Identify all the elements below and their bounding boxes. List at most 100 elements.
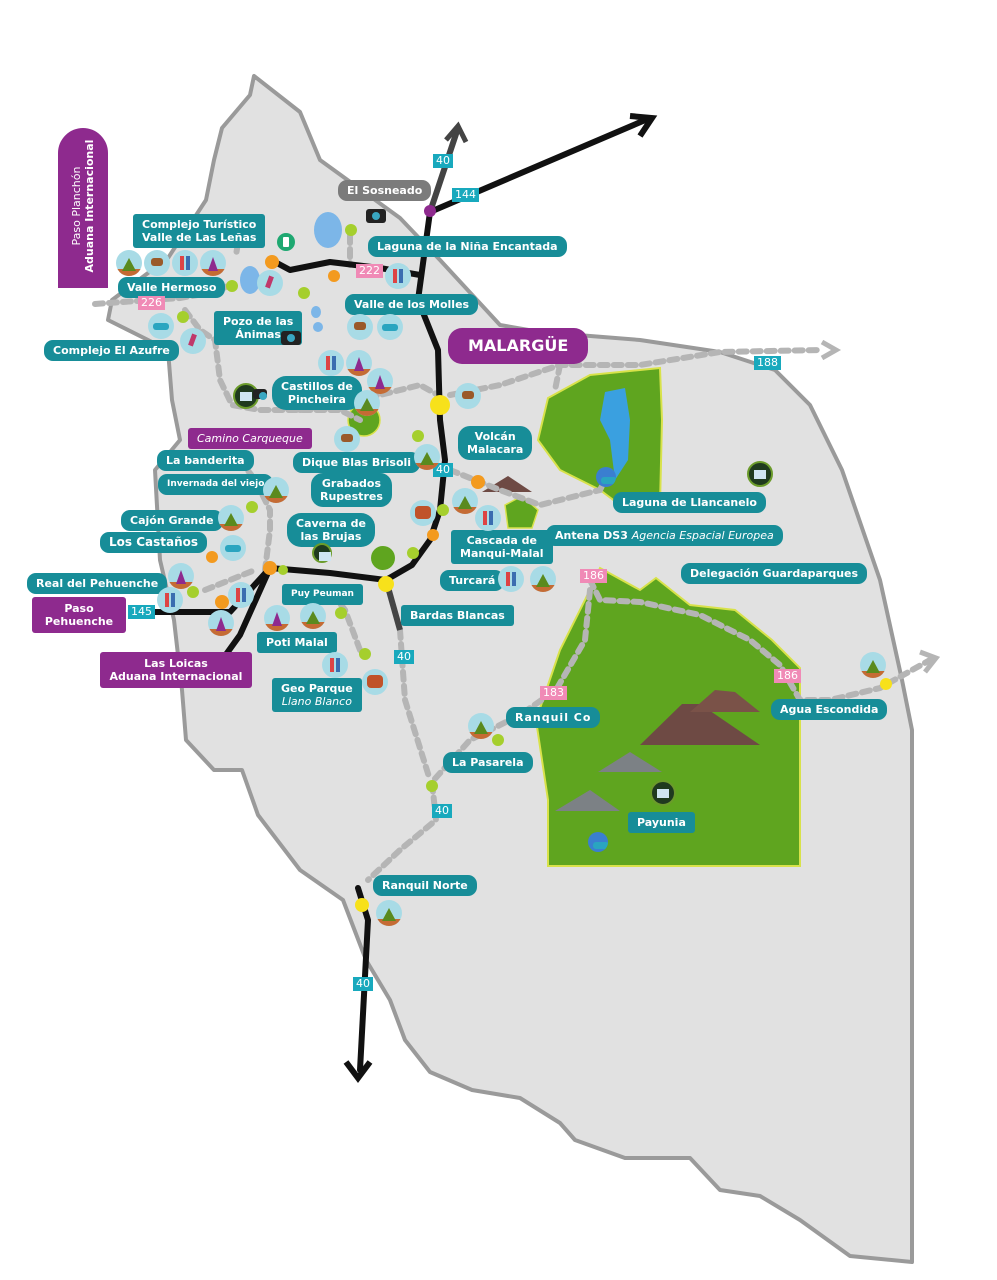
node-cajon [206, 551, 218, 563]
refuge-icon [208, 610, 234, 636]
volcan-line2: Malacara [467, 443, 524, 456]
arrow-south-icon [343, 1060, 373, 1083]
hiking-icon [322, 652, 348, 678]
place-label-volcan-malacara[interactable]: Volcán Malacara [458, 426, 533, 460]
node-grabados [407, 547, 419, 559]
camping-icon [300, 603, 326, 629]
place-label-invernada[interactable]: Invernada del viejo [158, 474, 274, 495]
route-shield-222: 222 [356, 264, 383, 278]
antena-agency: Agencia Espacial Europea [631, 529, 774, 542]
place-label-las-lenas[interactable]: Complejo Turístico Valle de Las Leñas [133, 214, 266, 248]
node-puy [278, 565, 288, 575]
thermal-pool-icon [377, 314, 403, 340]
place-label-grabados[interactable]: Grabados Rupestres [311, 473, 392, 507]
place-label-bardas-blancas[interactable]: Bardas Blancas [401, 605, 514, 626]
observatory-icon [588, 832, 608, 852]
grabados-line1: Grabados [321, 477, 382, 490]
place-label-el-azufre[interactable]: Complejo El Azufre [44, 340, 179, 361]
camping-icon [263, 477, 289, 503]
paso-pehuenche-line2: Pehuenche [44, 615, 114, 628]
node-ranquil-norte [355, 898, 369, 912]
route-shield-145: 145 [128, 605, 155, 619]
castillos-line1: Castillos de [281, 380, 353, 393]
place-label-caverna[interactable]: Caverna de las Brujas [287, 513, 375, 547]
place-label-puy-peuman[interactable]: Puy Peuman [282, 584, 363, 605]
lake [240, 266, 260, 294]
route-shield-186-north: 186 [580, 569, 607, 583]
camping-icon [414, 444, 440, 470]
place-label-ranquil-co[interactable]: Ranquil Co [506, 707, 601, 728]
lake [311, 306, 321, 318]
place-label-turcara[interactable]: Turcará [440, 570, 505, 591]
place-label-delegacion[interactable]: Delegación Guardaparques [681, 563, 868, 584]
route-shield-144: 144 [452, 188, 479, 202]
route-shield-40-north: 40 [433, 154, 453, 168]
paso-pehuenche-label[interactable]: Paso Pehuenche [32, 597, 126, 633]
volcano-icon [690, 690, 760, 712]
route-40-north [427, 127, 461, 213]
node-bardas [378, 576, 394, 592]
camera-icon [366, 209, 386, 223]
route-shield-183: 183 [540, 686, 567, 700]
horse-riding-icon [334, 426, 360, 452]
place-label-los-castanos[interactable]: Los Castaños [100, 532, 208, 553]
rock-art-icon [362, 669, 388, 695]
route-shield-40-bardas: 40 [394, 650, 414, 664]
gravel-roads [92, 227, 933, 883]
place-label-payunia[interactable]: Payunia [628, 812, 695, 833]
node-geoparque [359, 648, 371, 660]
city-name: MALARGÜE [468, 336, 569, 355]
rock-art-icon [410, 500, 436, 526]
place-label-la-banderita[interactable]: La banderita [157, 450, 254, 471]
cascada-line2: Manqui-Malal [460, 547, 544, 560]
exit-arrow-188 [820, 339, 842, 361]
refuge-icon [367, 368, 393, 394]
pozo-line2: Ánimas [235, 328, 281, 341]
place-label-poti-malal[interactable]: Poti Malal [257, 632, 337, 653]
place-label-la-pasarela[interactable]: La Pasarela [443, 752, 533, 773]
paso-planchon-customs: Aduana Internacional [83, 139, 96, 273]
geoparque-line2: Llano Blanco [281, 695, 352, 708]
place-label-valle-molles[interactable]: Valle de los Molles [345, 294, 479, 315]
place-label-cajon-grande[interactable]: Cajón Grande [121, 510, 223, 531]
place-label-pozo-animas[interactable]: Pozo de las Ánimas [214, 311, 303, 345]
las-loicas-label[interactable]: Las Loicas Aduana Internacional [100, 652, 252, 688]
node-nina [345, 224, 357, 236]
thermal-pool-icon [220, 535, 246, 561]
place-label-castillos[interactable]: Castillos de Pincheira [272, 376, 362, 410]
place-label-cascada[interactable]: Cascada de Manqui-Malal [451, 530, 553, 564]
grabados-line2: Rupestres [320, 490, 383, 503]
place-label-agua-escondida[interactable]: Agua Escondida [771, 699, 888, 720]
cascada-line1: Cascada de [466, 534, 538, 547]
arrow-northeast-icon [629, 113, 658, 138]
map-nodes [177, 205, 892, 912]
route-shield-186-east: 186 [774, 669, 801, 683]
place-label-nina-encantada[interactable]: Laguna de la Niña Encantada [368, 236, 567, 257]
caverna-line2: las Brujas [300, 530, 362, 543]
place-label-dique[interactable]: Dique Blas Brisoli [293, 452, 421, 473]
park-ranger-icon [233, 383, 259, 409]
camino-carqueque-text: Camino Carqueque [197, 432, 303, 445]
node-turcara [427, 529, 439, 541]
paso-pehuenche-line1: Paso [64, 602, 94, 615]
place-label-ranquil-norte[interactable]: Ranquil Norte [373, 875, 477, 896]
place-label-geoparque[interactable]: Geo Parque Llano Blanco [272, 678, 362, 712]
place-label-llancanelo[interactable]: Laguna de Llancanelo [613, 492, 766, 513]
town-label-el-sosneado[interactable]: El Sosneado [338, 180, 432, 201]
horse-riding-icon [144, 250, 170, 276]
observatory-icon [596, 467, 616, 487]
park-ranger-icon [650, 780, 676, 806]
llancanelo-lagoon [600, 388, 630, 480]
hiking-icon [475, 505, 501, 531]
place-label-antena[interactable]: Antena DS3 Agencia Espacial Europea [546, 525, 783, 546]
las-lenas-line1: Complejo Turístico [142, 218, 257, 231]
place-label-valle-hermoso[interactable]: Valle Hermoso [118, 277, 226, 298]
node-molles [328, 270, 340, 282]
volcano-icon [640, 704, 760, 745]
camping-icon [468, 713, 494, 739]
hiking-icon [157, 587, 183, 613]
city-label-malargue[interactable]: MALARGÜE [448, 328, 589, 364]
place-label-real-pehuenche[interactable]: Real del Pehuenche [27, 573, 168, 594]
node-el-sosneado [424, 205, 436, 217]
